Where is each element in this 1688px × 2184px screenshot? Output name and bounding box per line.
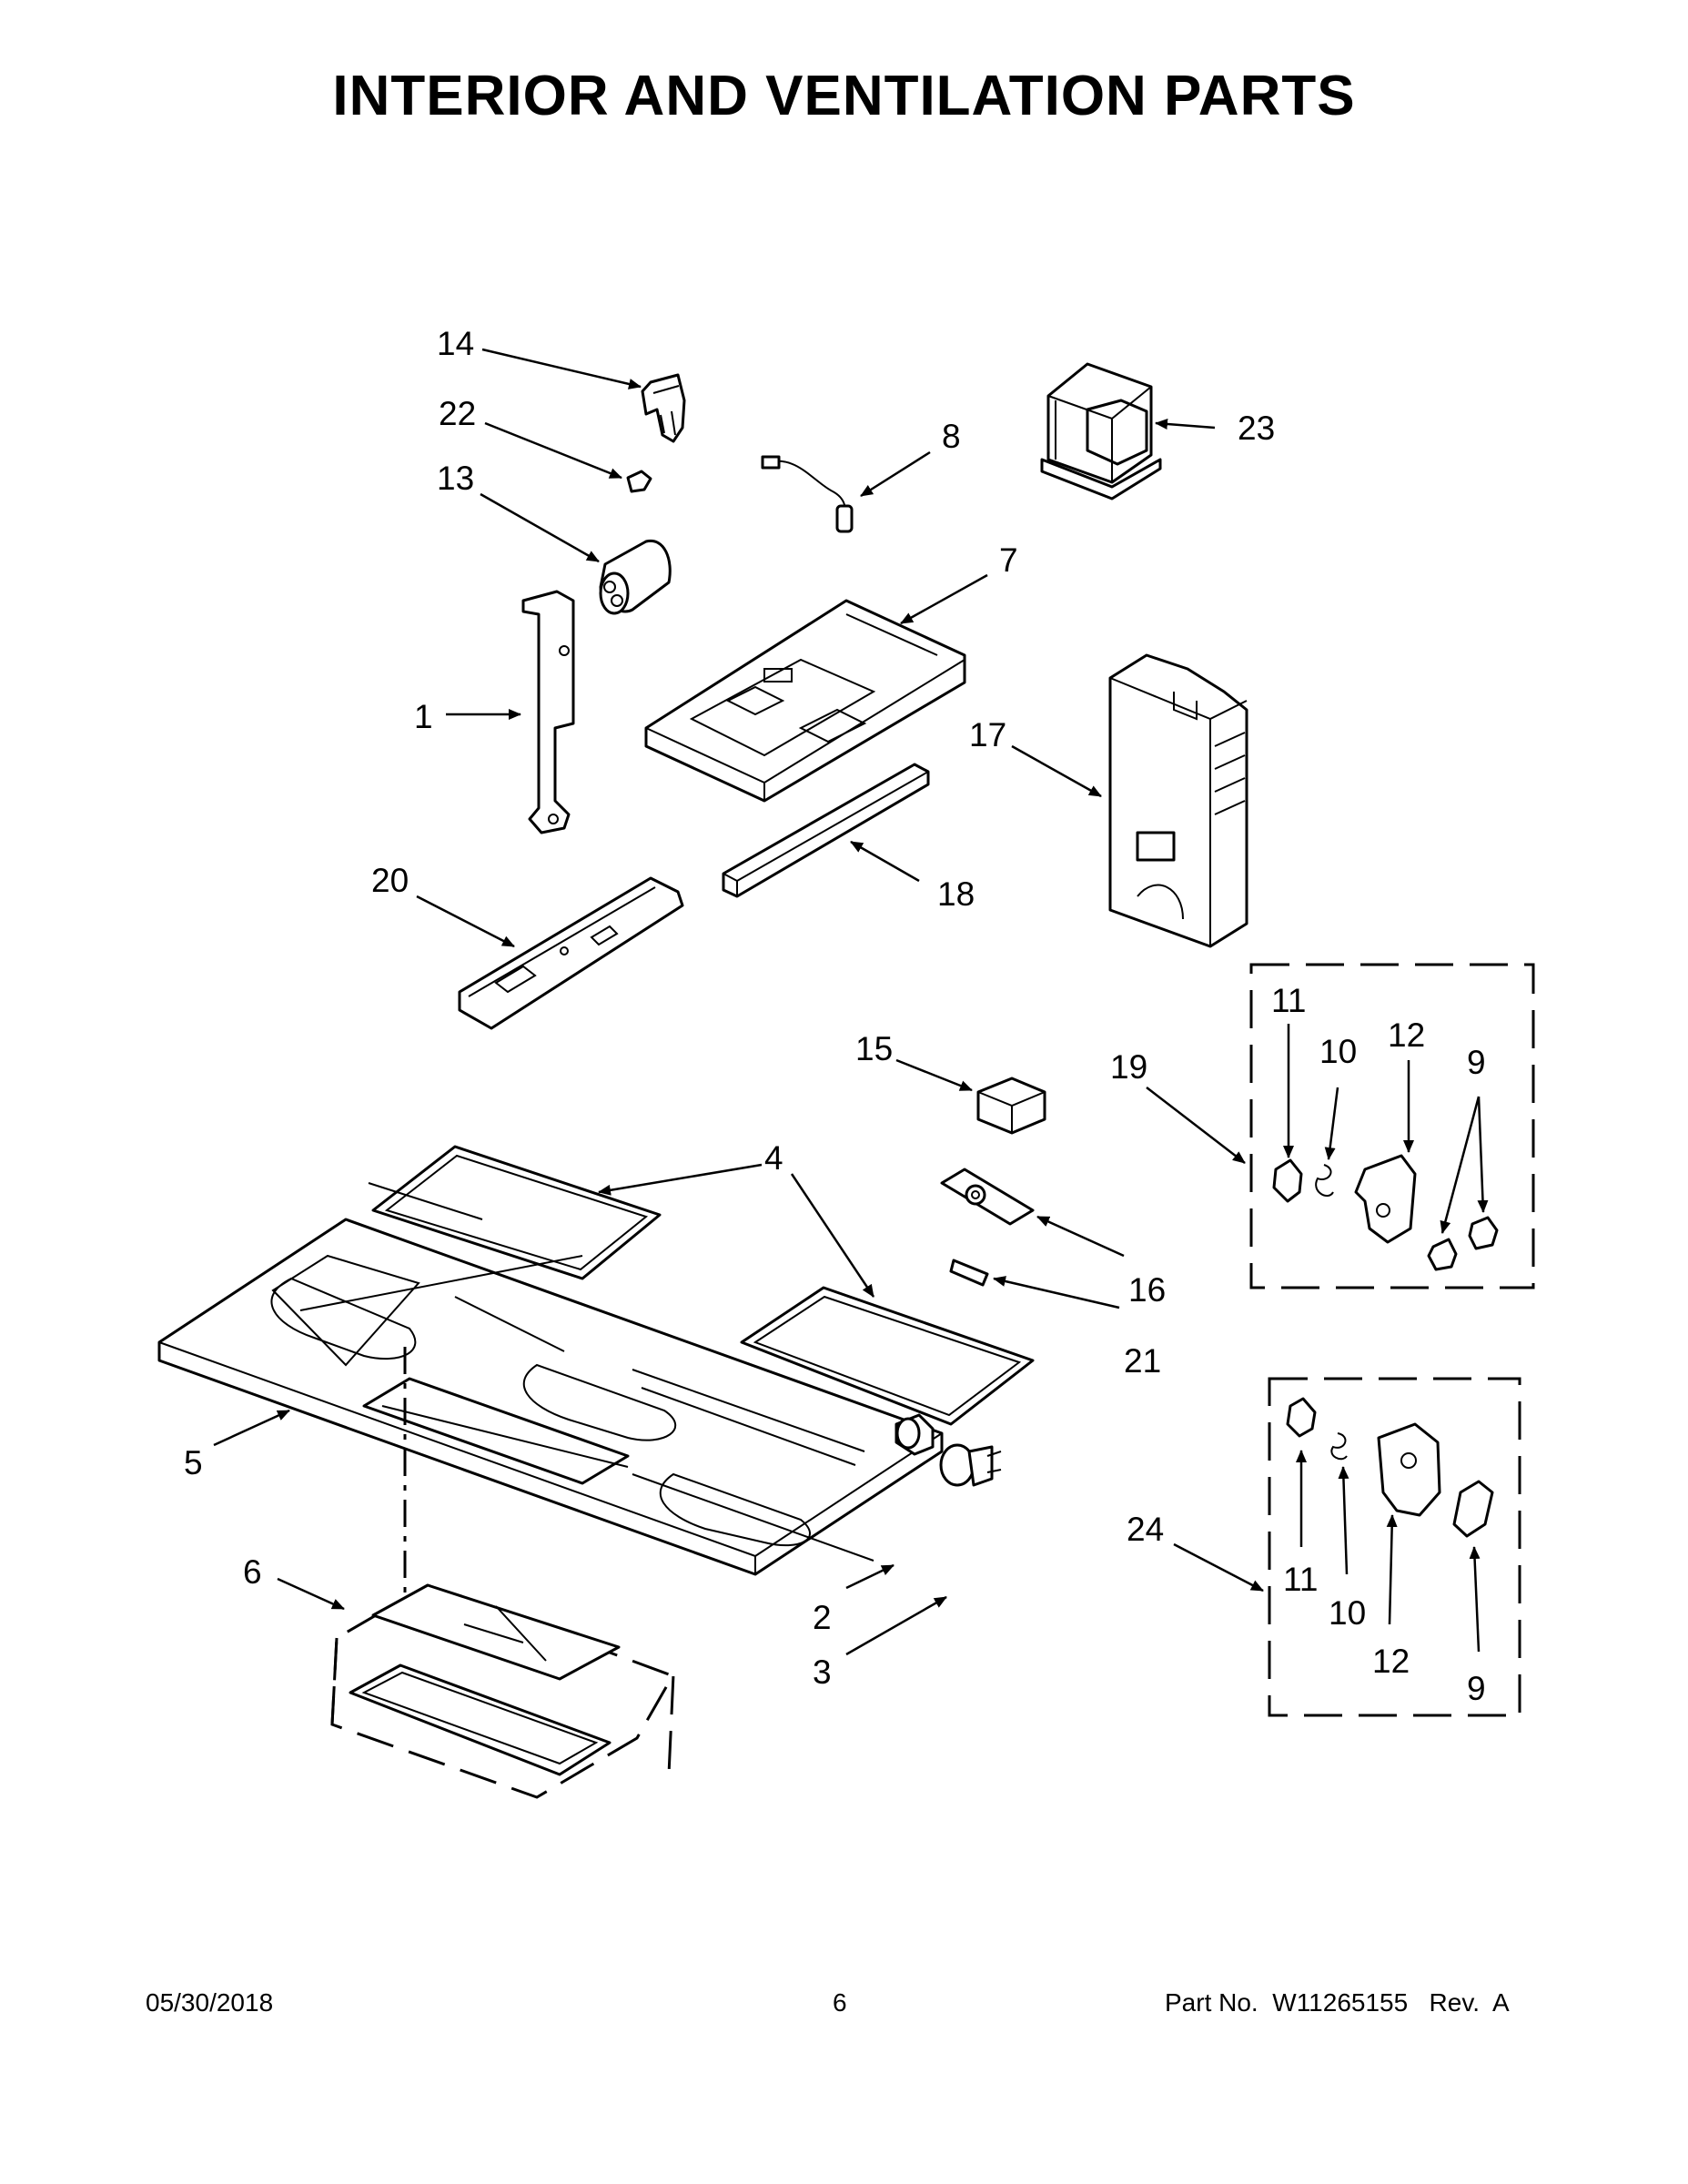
group-24-switch-assembly (1268, 1377, 1521, 1717)
part-3-motor (939, 1443, 1002, 1487)
part-13-capacitor (599, 539, 672, 615)
group24-callout-9: 9 (1467, 1670, 1486, 1707)
part-22-clip (626, 470, 652, 493)
part-21-lamp (949, 1259, 989, 1287)
callout-24: 24 (1127, 1511, 1164, 1548)
part-8-wire (761, 455, 854, 533)
callout-5: 5 (184, 1444, 203, 1481)
part-20-bracket (458, 876, 684, 1030)
group19-callout-9: 9 (1467, 1044, 1486, 1081)
footer-part-number: Part No. W11265155 Rev. A (1165, 1988, 1510, 2017)
callout-15: 15 (855, 1030, 893, 1067)
group19-callout-11: 11 (1271, 982, 1306, 1019)
footer-date: 05/30/2018 (146, 1988, 274, 2017)
callout-19: 19 (1110, 1048, 1147, 1086)
callout-4: 4 (764, 1139, 783, 1177)
callout-labels: 14 22 13 8 23 7 1 17 18 20 15 4 16 21 5 … (184, 325, 1486, 1707)
part-15-box (976, 1077, 1046, 1135)
part-1-bracket (521, 590, 575, 834)
callout-18: 18 (937, 875, 975, 913)
callout-16: 16 (1128, 1271, 1166, 1309)
callout-21: 21 (1124, 1342, 1161, 1380)
callout-3: 3 (813, 1653, 832, 1691)
part-6-filter-assembly (330, 1347, 675, 1799)
callout-23: 23 (1238, 410, 1275, 447)
page-title: INTERIOR AND VENTILATION PARTS (332, 65, 1356, 127)
callout-20: 20 (371, 862, 409, 899)
part-4-filter-right (740, 1286, 1035, 1426)
callout-1: 1 (414, 698, 433, 735)
callout-2: 2 (813, 1599, 832, 1636)
callout-17: 17 (969, 716, 1006, 753)
callout-13: 13 (437, 460, 474, 497)
group24-callout-11: 11 (1283, 1561, 1318, 1598)
callout-14: 14 (437, 325, 474, 362)
part-18-bar (722, 763, 930, 898)
callout-22: 22 (439, 395, 476, 432)
callout-8: 8 (942, 418, 961, 455)
part-16-socket (940, 1168, 1035, 1226)
footer-page-number: 6 (833, 1988, 847, 2017)
part-17-duct (1108, 653, 1248, 948)
part-4-filter-left (371, 1145, 662, 1280)
leader-lines (213, 348, 1489, 1656)
group24-callout-12: 12 (1372, 1643, 1410, 1680)
group19-callout-12: 12 (1388, 1016, 1425, 1054)
callout-7: 7 (999, 541, 1018, 579)
part-2-coupler (895, 1413, 935, 1456)
group24-callout-10: 10 (1329, 1594, 1366, 1632)
part-14-bracket (641, 373, 686, 443)
callout-6: 6 (243, 1553, 262, 1591)
group-19-switch-assembly (1249, 963, 1535, 1289)
group19-callout-10: 10 (1319, 1033, 1357, 1070)
part-23-transformer (1040, 362, 1162, 500)
part-5-bottom-plate (157, 1182, 944, 1576)
part-7-plate (644, 599, 966, 803)
